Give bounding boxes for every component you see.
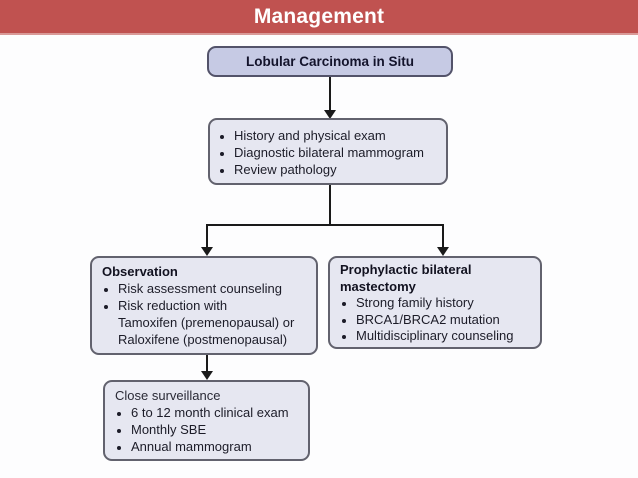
observation-heading: Observation: [102, 264, 178, 279]
node-workup: History and physical exam Diagnostic bil…: [208, 118, 448, 185]
header-banner: Management: [0, 0, 638, 35]
node-root-label: Lobular Carcinoma in Situ: [245, 54, 415, 69]
list-item: Diagnostic bilateral mammogram: [234, 144, 442, 161]
list-item: History and physical exam: [234, 127, 442, 144]
list-item: Annual mammogram: [131, 438, 306, 455]
arrowhead-down-icon: [201, 247, 213, 256]
list-item: Review pathology: [234, 161, 442, 178]
list-item: BRCA1/BRCA2 mutation: [356, 312, 536, 329]
node-observation: Observation Risk assessment counseling R…: [90, 256, 318, 355]
arrowhead-down-icon: [324, 110, 336, 119]
list-item: Strong family history: [356, 295, 536, 312]
list-item: 6 to 12 month clinical exam: [131, 404, 306, 421]
workup-bullet-list: History and physical exam Diagnostic bil…: [218, 127, 442, 178]
arrowheads: [201, 110, 449, 380]
mastectomy-heading: Prophylactic bilateral mastectomy: [340, 262, 472, 294]
node-lobular-carcinoma-in-situ: Lobular Carcinoma in Situ: [207, 46, 453, 77]
node-prophylactic-bilateral-mastectomy: Prophylactic bilateral mastectomy Strong…: [328, 256, 542, 349]
list-item: Risk assessment counseling: [118, 280, 312, 297]
connector-lines: [206, 77, 444, 372]
surveillance-heading: Close surveillance: [115, 388, 221, 403]
list-item: Risk reduction with Tamoxifen (premenopa…: [118, 297, 312, 348]
list-item: Multidisciplinary counseling: [356, 328, 536, 345]
arrowhead-down-icon: [437, 247, 449, 256]
arrowhead-down-icon: [201, 371, 213, 380]
observation-bullet-list: Risk assessment counseling Risk reductio…: [102, 280, 312, 348]
node-close-surveillance: Close surveillance 6 to 12 month clinica…: [103, 380, 310, 461]
surveillance-bullet-list: 6 to 12 month clinical exam Monthly SBE …: [115, 404, 306, 455]
mastectomy-bullet-list: Strong family history BRCA1/BRCA2 mutati…: [340, 295, 536, 345]
page-title: Management: [253, 4, 385, 28]
list-item: Monthly SBE: [131, 421, 306, 438]
